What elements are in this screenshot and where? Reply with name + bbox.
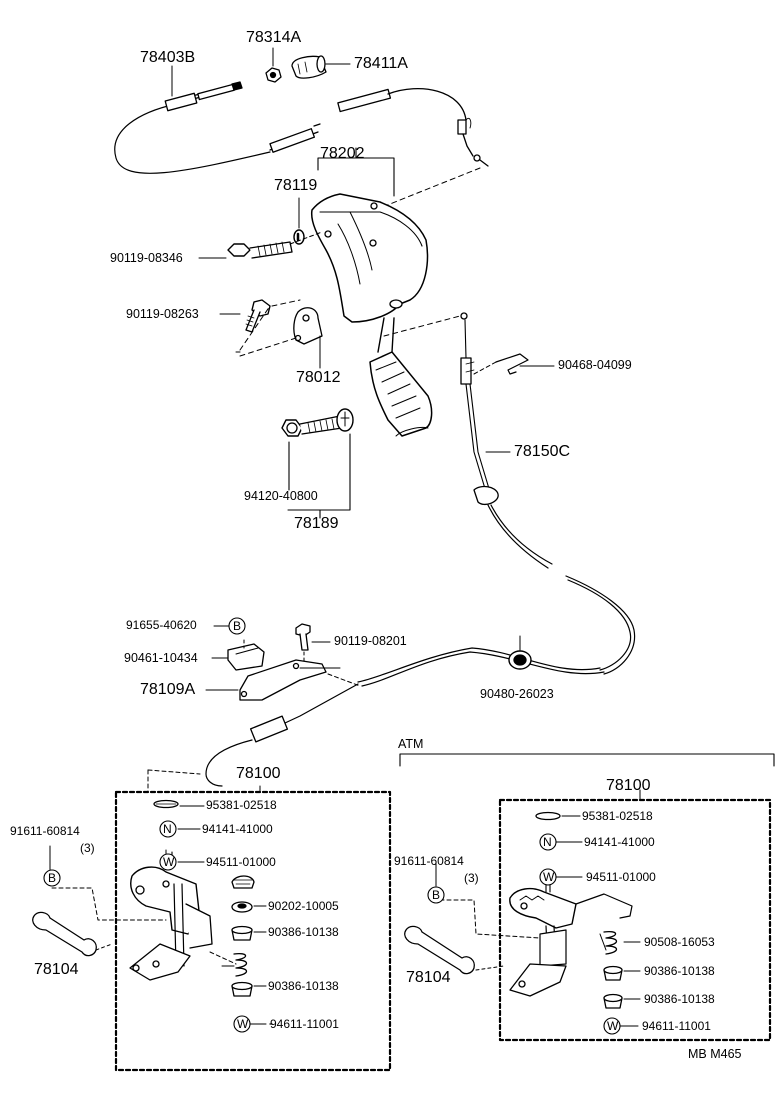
accelerator-bracket-78202 [310,193,429,323]
label-right-78104: 78104 [406,969,451,986]
label-left-91611: 91611-60814 [10,824,80,838]
clip-95381-left [153,799,179,809]
label-left-78104: 78104 [34,961,79,978]
accelerator-cable-78150C [205,312,636,787]
label-78109A: 78109A [140,681,196,698]
symbol-b-91655: B [233,619,242,633]
label-right-94511: 94511-01000 [586,870,656,884]
bolt-nut-78189 [281,408,354,519]
symbol-w-right: W [543,870,555,884]
accelerator-cable-78403B [114,81,489,174]
label-atm: ATM [398,737,424,751]
leader-lines [49,47,641,1027]
label-90480-26023: 90480-26023 [480,687,554,701]
accelerator-pedal [369,317,433,437]
label-left-90386a: 90386-10138 [268,925,339,939]
symbol-w-right-bottom: W [607,1019,619,1033]
spring-90202-left [231,875,255,889]
grommet-90480-26023 [508,635,532,670]
symbol-b-right: B [432,888,441,902]
symbol-w-left: W [163,855,175,869]
label-left-94511: 94511-01000 [206,855,276,869]
symbol-n-left: N [163,822,172,836]
rod-78104-right [404,925,505,975]
label-left-95381: 95381-02518 [206,798,277,812]
symbol-b-left: B [48,871,57,885]
label-left-94611: 94611-11001 [270,1017,339,1031]
bolt-90119-08263 [245,299,271,333]
clip-90468-04099 [473,353,529,375]
bolt-90119-08346 [227,231,323,259]
label-78012: 78012 [296,369,341,386]
label-right-94611: 94611-11001 [642,1019,711,1033]
label-right-90386a: 90386-10138 [644,964,715,978]
label-78314A: 78314A [246,29,302,46]
spring-coil-left [221,952,248,977]
label-right-94141: 94141-41000 [584,835,655,849]
label-78202: 78202 [320,145,365,162]
label-left-78100: 78100 [236,765,281,782]
label-78189: 78189 [294,515,339,532]
label-78119: 78119 [274,177,318,194]
link-assembly-left [129,851,237,981]
label-left-94141: 94141-41000 [202,822,273,836]
label-right-95381: 95381-02518 [582,809,653,823]
clip-95381-right [535,811,561,821]
label-78403B: 78403B [140,49,196,66]
label-right-qty3: (3) [464,871,479,885]
label-90119-08263: 90119-08263 [126,307,199,321]
footer-code: MB M465 [688,1047,742,1061]
label-78150C: 78150C [514,443,571,460]
spring-90508-right [599,930,618,955]
label-90461-10434: 90461-10434 [124,651,198,665]
symbol-circles [43,617,621,1035]
label-left-90202: 90202-10005 [268,899,339,913]
nut-78314A [265,67,282,83]
cushion-78411A [291,55,327,79]
label-right-78100: 78100 [606,777,651,794]
rod-78104-left [32,911,113,957]
bushing-90386-left-b [231,981,253,997]
bracket-78012 [293,307,323,369]
label-right-90386b: 90386-10138 [644,992,715,1006]
clamp-90461-10434 [227,643,265,671]
symbol-n-right: N [543,835,552,849]
bushing-90386-left-a [231,925,253,941]
washer-78119 [293,197,305,245]
collar-90202-left [231,901,253,913]
label-90468-04099: 90468-04099 [558,358,632,372]
bolt-90119-08201 [295,623,311,663]
label-left-90386b: 90386-10138 [268,979,339,993]
label-90119-08346: 90119-08346 [110,251,183,265]
bushing-90386-right-a [603,965,623,981]
symbol-w-left-bottom: W [237,1017,249,1031]
label-right-90508: 90508-16053 [644,935,715,949]
link-assembly-right [509,869,633,997]
label-right-91611: 91611-60814 [394,854,464,868]
label-left-qty3: (3) [80,841,95,855]
label-78411A: 78411A [354,55,408,72]
label-91655-40620: 91655-40620 [126,618,197,632]
label-94120-40800: 94120-40800 [244,489,318,503]
bracket-78109A [239,659,341,701]
bushing-90386-right-b [603,993,623,1009]
label-90119-08201: 90119-08201 [334,634,407,648]
